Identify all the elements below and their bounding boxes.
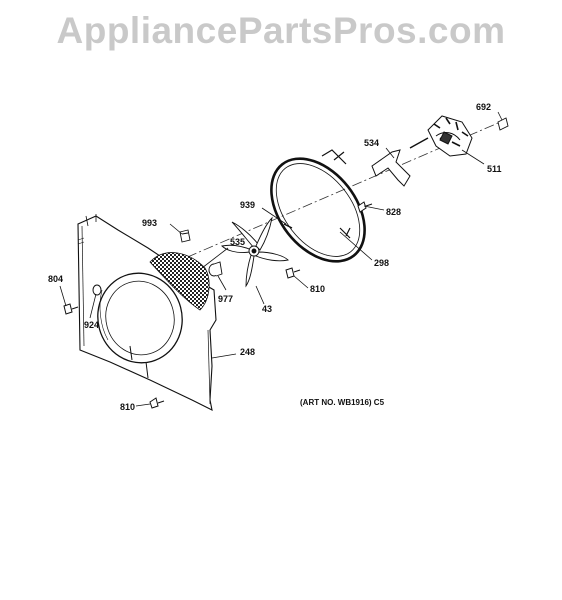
part-label-924: 924 (84, 320, 99, 330)
part-label-692: 692 (476, 102, 491, 112)
part-label-993: 993 (142, 218, 157, 228)
washer-924 (92, 284, 102, 296)
fan-shroud-panel (77, 214, 217, 411)
ring-bracket (270, 149, 366, 263)
part-label-828: 828 (386, 207, 401, 217)
clip-part (179, 229, 191, 243)
screw-692 (497, 117, 509, 131)
part-label-43: 43 (262, 304, 272, 314)
shroud-opening (97, 272, 183, 364)
part-label-511: 511 (487, 164, 502, 174)
part-label-939: 939 (240, 200, 255, 210)
screw-804 (63, 303, 79, 315)
leader-lines (59, 111, 503, 407)
mesh-screen (149, 252, 210, 311)
fan-motor (409, 115, 473, 157)
watermark-logo: AppliancePartsPros.com (56, 10, 506, 51)
fan-blade (221, 216, 289, 288)
motor-mount-bracket (371, 149, 411, 187)
art-number-caption: (ART NO. WB1916) C5 (300, 398, 385, 407)
part-label-248: 248 (240, 347, 255, 357)
part-label-810-bottom: 810 (120, 402, 135, 412)
screw-828 (357, 201, 373, 213)
part-label-810-mid: 810 (310, 284, 325, 294)
nut-part (208, 261, 223, 277)
part-label-804: 804 (48, 274, 63, 284)
part-label-535: 535 (230, 237, 245, 247)
screw-810-mid (285, 267, 301, 279)
part-label-534: 534 (364, 138, 379, 148)
part-label-298: 298 (374, 258, 389, 268)
screw-810-bottom (149, 397, 165, 409)
part-label-977: 977 (218, 294, 233, 304)
